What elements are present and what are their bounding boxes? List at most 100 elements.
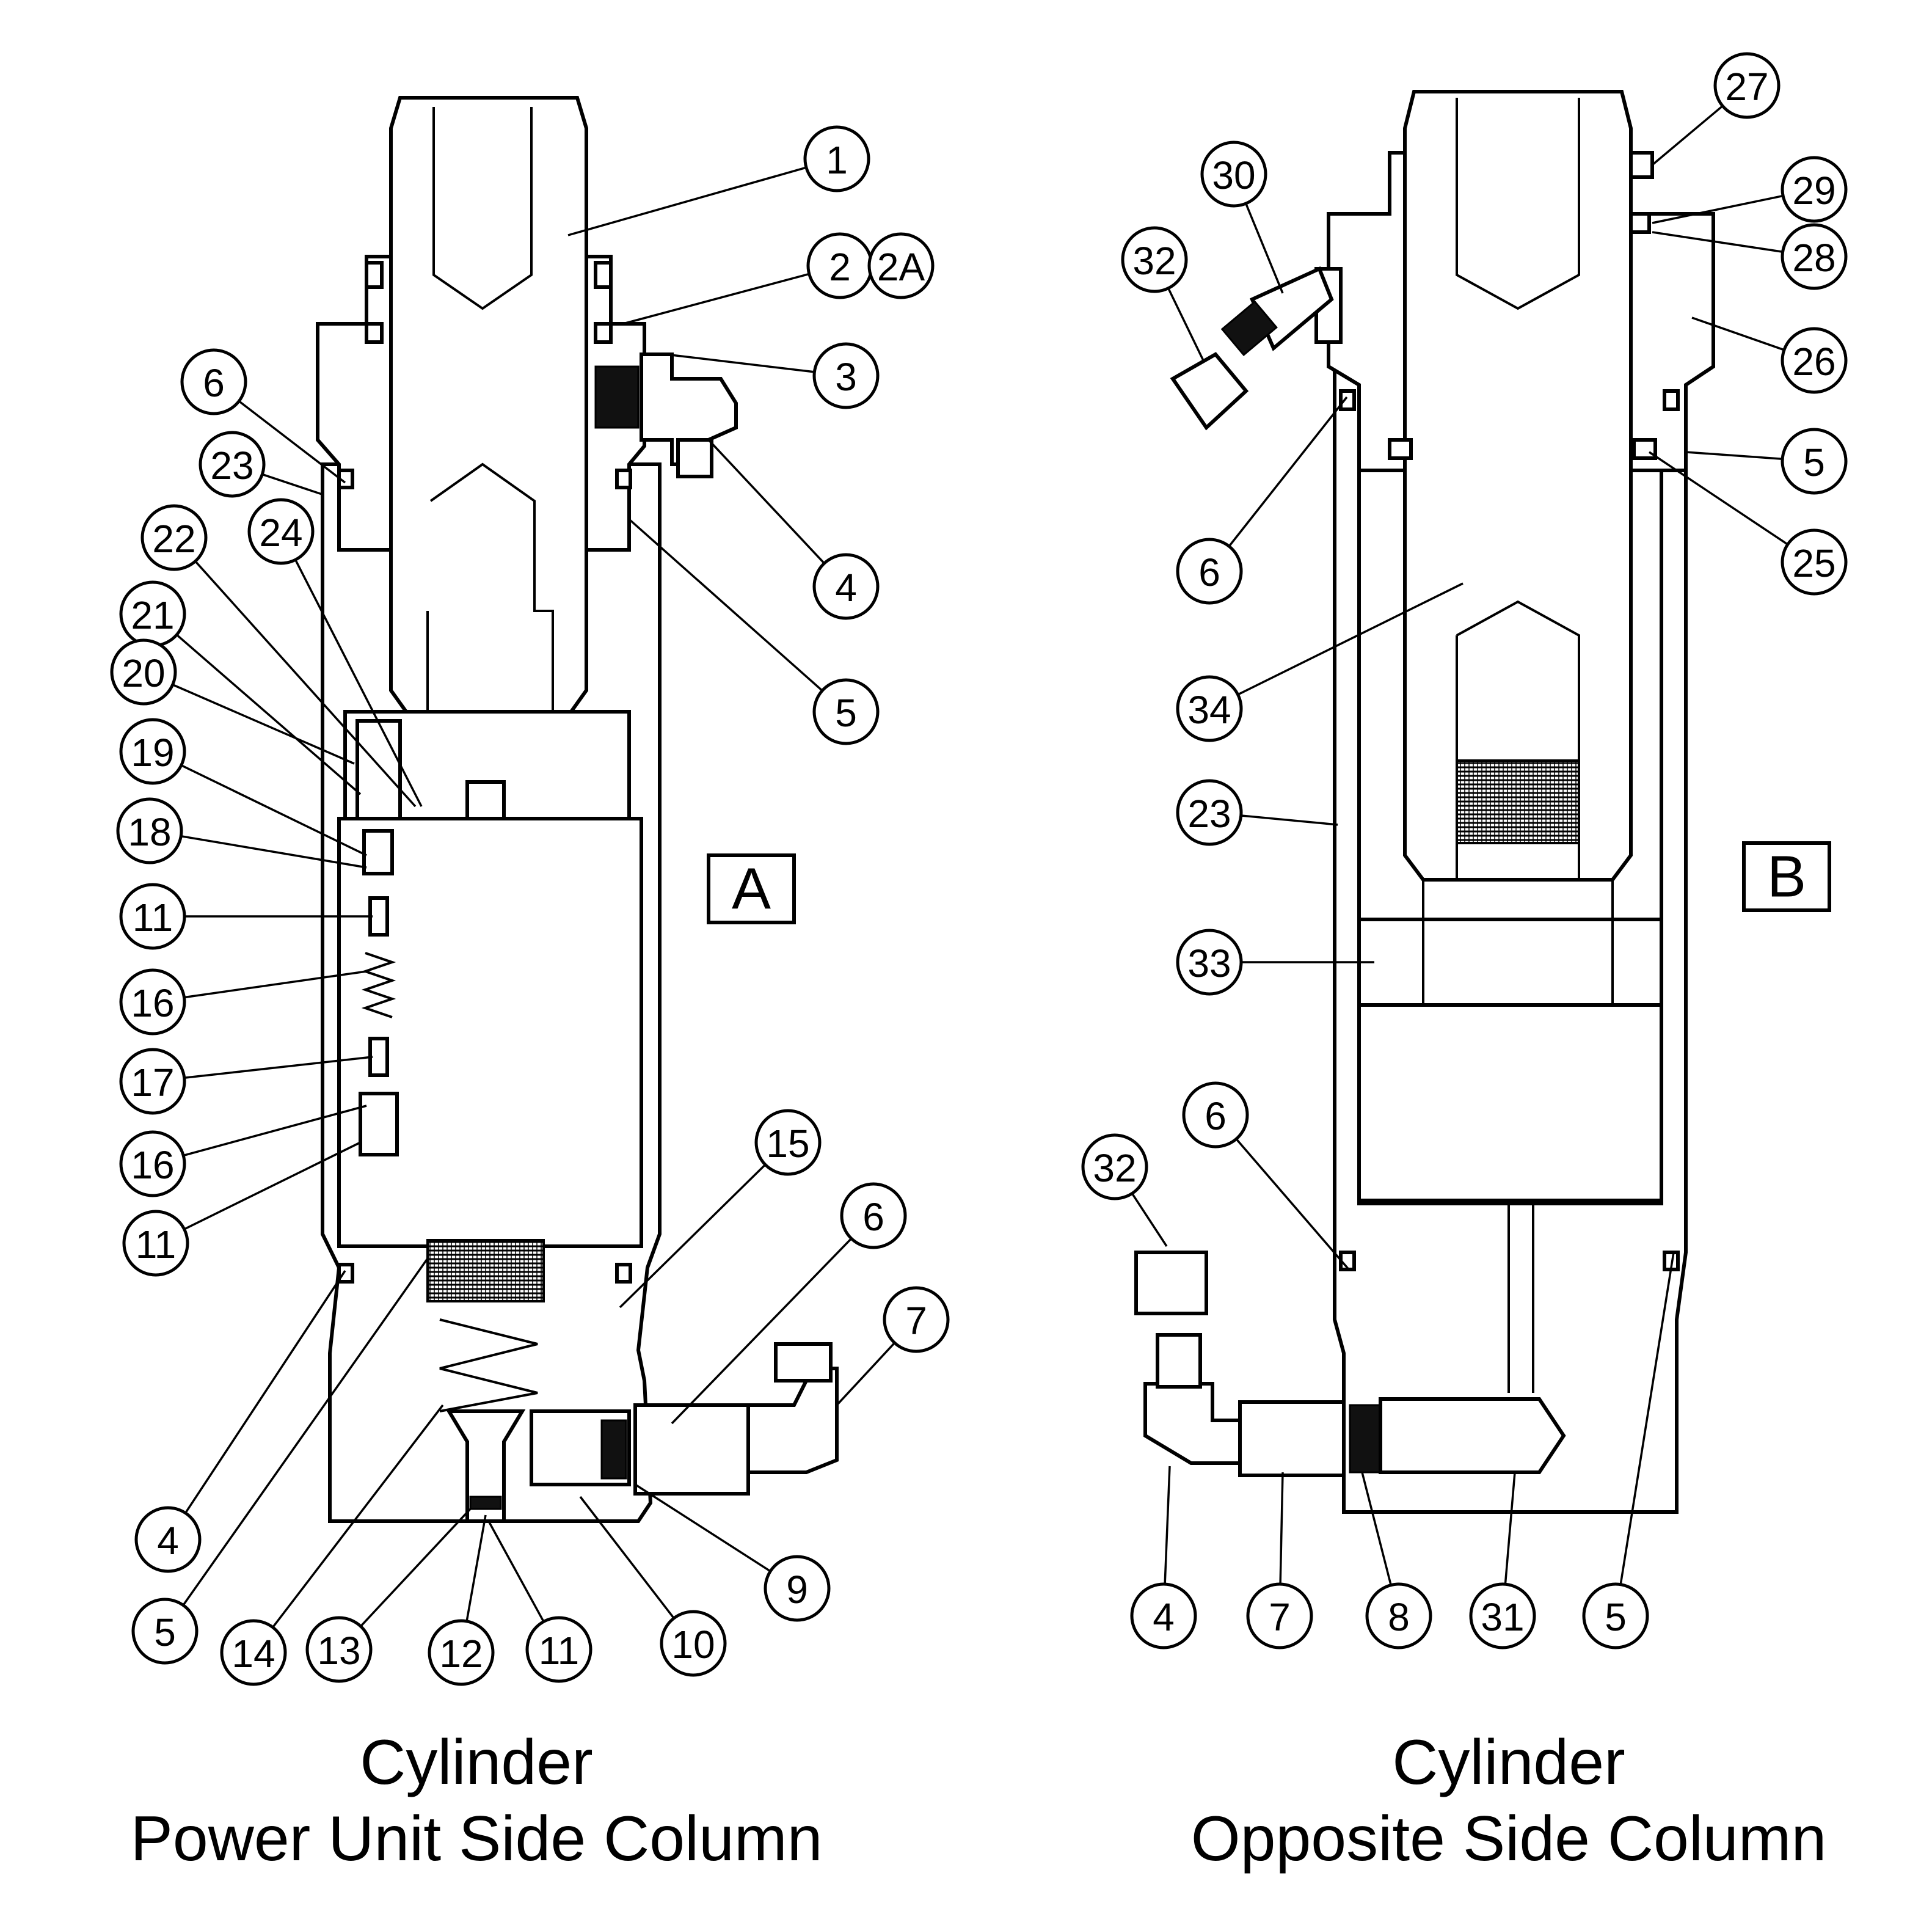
callout-circle bbox=[1781, 428, 1848, 495]
callout-circle bbox=[1176, 538, 1243, 605]
callout-leader bbox=[635, 1483, 771, 1573]
callout-22: 22 bbox=[140, 504, 417, 808]
callout-circle bbox=[1200, 141, 1267, 208]
callout-circle bbox=[131, 1598, 199, 1665]
callout-8: 8 bbox=[1361, 1472, 1432, 1649]
callout-14: 14 bbox=[220, 1404, 444, 1686]
callout-11: 11 bbox=[119, 883, 373, 950]
callout-leader bbox=[1279, 1472, 1284, 1585]
callout-leader bbox=[465, 1514, 487, 1622]
callout-leader bbox=[1131, 1193, 1168, 1247]
callout-leader bbox=[184, 970, 367, 999]
callout-leader bbox=[1619, 1252, 1675, 1585]
callout-leader bbox=[238, 400, 346, 484]
callout-leader bbox=[1652, 231, 1783, 253]
callout-leader bbox=[1237, 582, 1464, 696]
callout-leader bbox=[182, 1257, 429, 1606]
callout-3: 3 bbox=[665, 342, 880, 409]
callout-number: 31 bbox=[1481, 1595, 1524, 1639]
callout-leader bbox=[184, 1056, 373, 1079]
callout-leader bbox=[184, 1270, 346, 1514]
callout-circle bbox=[180, 348, 247, 415]
callout-number: 15 bbox=[766, 1122, 809, 1166]
callout-15: 15 bbox=[619, 1109, 822, 1309]
callout-5: 5 bbox=[131, 1257, 429, 1665]
callout-number: 23 bbox=[1187, 792, 1231, 836]
callout-circle bbox=[883, 1286, 950, 1353]
callout-circle bbox=[1582, 1582, 1649, 1649]
callout-number: 9 bbox=[786, 1568, 808, 1612]
callout-number: 2A bbox=[877, 245, 925, 289]
callout-circle bbox=[1781, 528, 1848, 596]
callout-16: 16 bbox=[119, 968, 367, 1036]
callout-leader bbox=[665, 353, 815, 373]
callout-5: 5 bbox=[628, 518, 880, 745]
callout-circle bbox=[1176, 929, 1243, 996]
callout-4: 4 bbox=[134, 1270, 346, 1573]
callout-leader bbox=[1235, 1138, 1351, 1272]
callout-23: 23 bbox=[1176, 779, 1338, 846]
cylinder-a-drawing bbox=[316, 96, 839, 1523]
callout-leader bbox=[671, 1238, 853, 1425]
callout-circle bbox=[119, 718, 186, 785]
callout-34: 34 bbox=[1176, 582, 1464, 742]
callout-leader bbox=[180, 835, 367, 869]
callout-4: 4 bbox=[707, 439, 880, 620]
callout-number: 7 bbox=[905, 1299, 927, 1343]
caption-b-line2: Opposite Side Column bbox=[1191, 1803, 1827, 1874]
callout-20: 20 bbox=[110, 638, 355, 765]
callout-number: 13 bbox=[317, 1629, 360, 1673]
callout-number: 28 bbox=[1792, 236, 1835, 280]
callout-circle bbox=[140, 504, 208, 571]
caption-a-line1: Cylinder bbox=[360, 1727, 592, 1798]
callout-circle bbox=[122, 1210, 189, 1277]
callout-circle bbox=[867, 232, 935, 299]
callout-leader bbox=[579, 1496, 675, 1619]
callout-16: 16 bbox=[119, 1105, 367, 1197]
callout-leader bbox=[622, 272, 810, 325]
panel-label-a: A bbox=[707, 853, 796, 924]
callout-number: 4 bbox=[835, 566, 857, 610]
callout-circle bbox=[119, 1048, 186, 1115]
callout-leader bbox=[294, 559, 423, 807]
callout-leader bbox=[1361, 1472, 1392, 1586]
callout-number: 29 bbox=[1792, 169, 1835, 213]
callout-number: 8 bbox=[1388, 1595, 1410, 1639]
callout-25: 25 bbox=[1649, 451, 1848, 596]
callout-circle bbox=[1713, 52, 1781, 119]
callout-circle bbox=[1130, 1582, 1197, 1649]
callout-10: 10 bbox=[579, 1496, 727, 1677]
callout-leader bbox=[1691, 316, 1785, 351]
callout-circle bbox=[119, 968, 186, 1036]
callout-circle bbox=[116, 797, 183, 864]
callout-leader bbox=[360, 1508, 472, 1627]
callout-leader bbox=[183, 1141, 361, 1230]
callout-number: 22 bbox=[152, 517, 195, 561]
callout-leader bbox=[261, 473, 324, 496]
callout-circle bbox=[1081, 1133, 1148, 1200]
callout-4: 4 bbox=[1130, 1466, 1197, 1649]
callout-number: 24 bbox=[259, 511, 302, 555]
callout-number: 33 bbox=[1187, 941, 1231, 985]
svg-text:A: A bbox=[732, 857, 771, 922]
callout-circle bbox=[428, 1619, 495, 1686]
callout-circle bbox=[754, 1109, 822, 1176]
callout-29: 29 bbox=[1652, 156, 1848, 224]
callout-number: 27 bbox=[1725, 65, 1768, 109]
callout-number: 14 bbox=[231, 1632, 275, 1676]
callout-circle bbox=[1781, 156, 1848, 223]
callout-number: 17 bbox=[131, 1061, 174, 1105]
callout-30: 30 bbox=[1200, 141, 1284, 294]
callout-number: 10 bbox=[671, 1623, 715, 1667]
callout-number: 12 bbox=[439, 1632, 483, 1676]
callout-number: 2 bbox=[829, 245, 851, 289]
callout-circle bbox=[1781, 327, 1848, 394]
callout-circle bbox=[199, 431, 266, 498]
callout-9: 9 bbox=[635, 1483, 831, 1622]
callout-leader bbox=[707, 439, 825, 564]
callout-27: 27 bbox=[1651, 52, 1781, 166]
callout-leader bbox=[1245, 203, 1284, 294]
callout-circle bbox=[812, 678, 880, 745]
